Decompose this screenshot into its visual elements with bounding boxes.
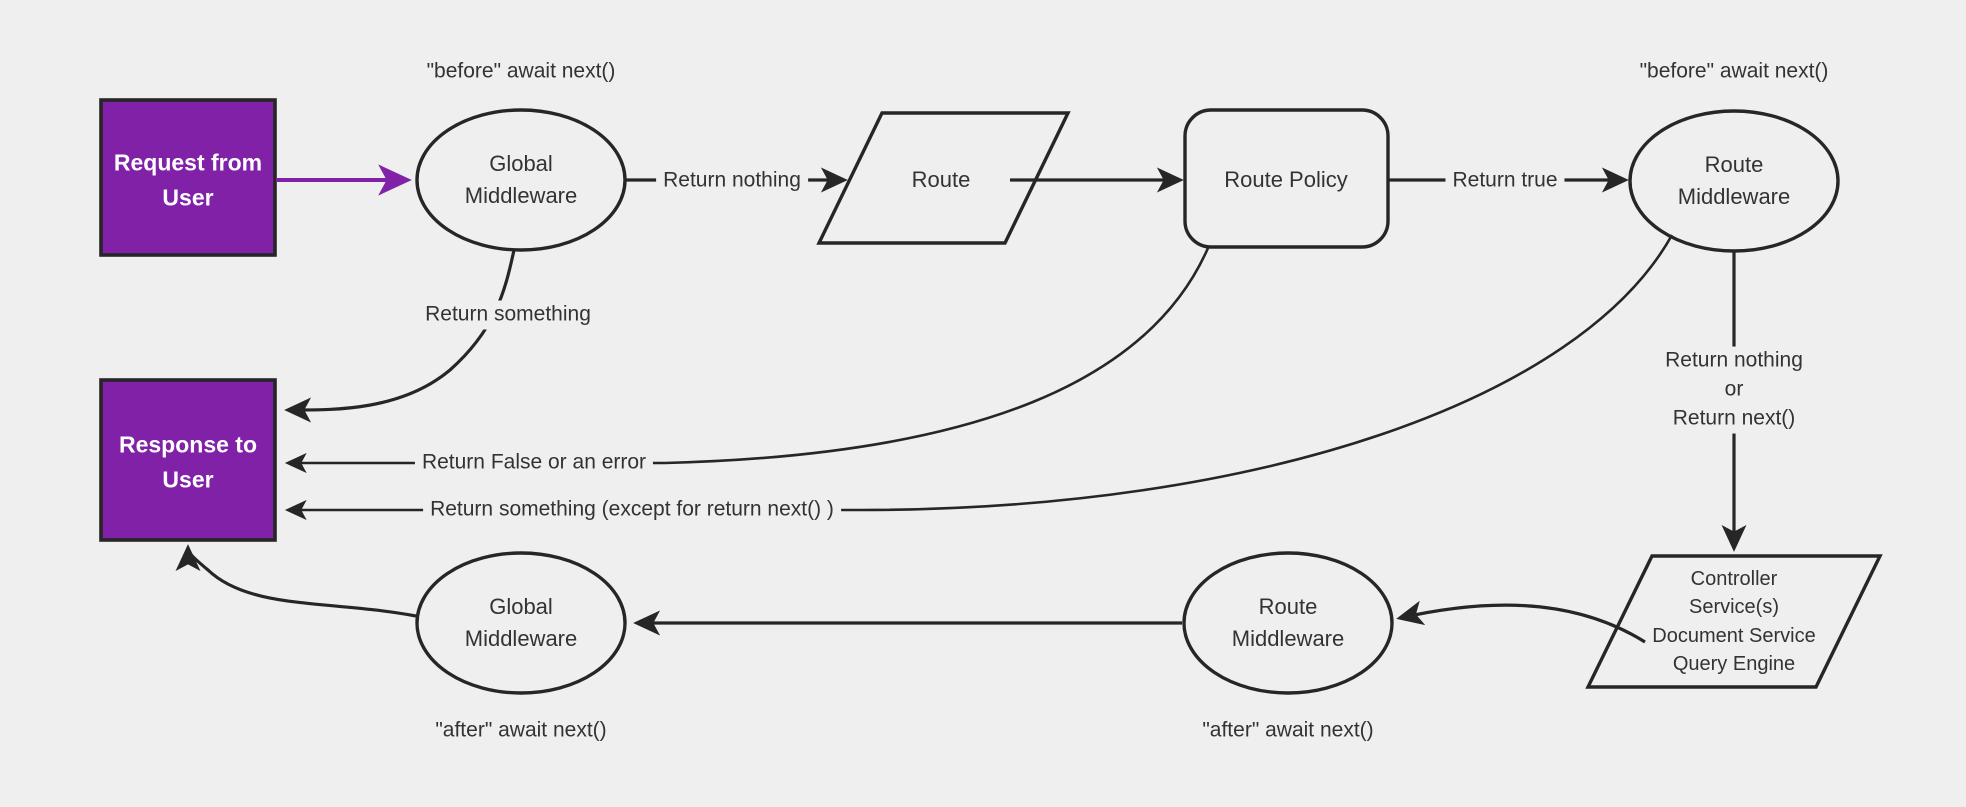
node-route-policy-label: Route Policy bbox=[1224, 164, 1348, 196]
node-controller-services-shape[interactable] bbox=[1585, 554, 1883, 689]
node-global-middleware-after-line1: Global bbox=[489, 594, 553, 620]
node-global-middleware-before-line2: Middleware bbox=[464, 183, 578, 208]
edge-global-to-response bbox=[284, 249, 516, 423]
node-request-from-user-line2: User bbox=[162, 184, 214, 210]
node-request-from-user-label: Request from User bbox=[114, 146, 262, 215]
node-global-middleware-before-shape[interactable] bbox=[415, 108, 627, 252]
node-route-middleware-before-line2: Middleware bbox=[1677, 184, 1791, 209]
node-global-middleware-after-shape[interactable] bbox=[415, 551, 627, 695]
node-response-to-user-line2: User bbox=[162, 466, 214, 492]
node-controller-services-line2: Service(s) bbox=[1688, 596, 1779, 619]
node-global-middleware-before-label: Global Middleware bbox=[465, 148, 578, 212]
node-request-from-user-shape[interactable] bbox=[99, 98, 277, 257]
edge-controller-to-route-middleware-after bbox=[1396, 600, 1646, 644]
node-response-to-user-shape[interactable] bbox=[99, 378, 277, 542]
node-controller-services-line4: Query Engine bbox=[1672, 653, 1796, 676]
node-route-middleware-after-line2: Middleware bbox=[1231, 626, 1345, 651]
node-route-middleware-before-shape[interactable] bbox=[1628, 109, 1840, 253]
node-route-middleware-after-label: Route Middleware bbox=[1232, 591, 1345, 655]
node-route-middleware-after-line1: Route bbox=[1258, 594, 1318, 620]
node-route-policy-line1: Route Policy bbox=[1224, 167, 1348, 193]
node-request-from-user-line1: Request from bbox=[113, 149, 263, 176]
node-route-policy-shape[interactable] bbox=[1183, 108, 1390, 249]
node-route-line1: Route bbox=[911, 167, 971, 193]
node-controller-services-line3: Document Service bbox=[1652, 625, 1816, 647]
node-response-to-user-line1: Response to bbox=[118, 431, 258, 458]
node-response-to-user-label: Response to User bbox=[119, 428, 257, 497]
node-global-middleware-after-line2: Middleware bbox=[464, 626, 578, 651]
node-route-shape[interactable] bbox=[816, 111, 1071, 245]
edge-policy-to-response bbox=[284, 247, 1210, 474]
node-route-middleware-after-shape[interactable] bbox=[1182, 551, 1394, 695]
node-route-middleware-before-label: Route Middleware bbox=[1678, 149, 1791, 213]
node-route-middleware-before-line1: Route bbox=[1704, 152, 1764, 178]
node-controller-services-label: Controller Service(s) Document Service Q… bbox=[1652, 565, 1815, 679]
edge-global-after-to-response bbox=[175, 544, 417, 618]
edge-route-middleware-to-response bbox=[284, 234, 1674, 521]
node-global-middleware-after-label: Global Middleware bbox=[465, 591, 578, 655]
node-global-middleware-before-line1: Global bbox=[489, 151, 553, 177]
node-controller-services-line1: Controller bbox=[1690, 568, 1778, 591]
node-route-label: Route bbox=[912, 164, 971, 196]
